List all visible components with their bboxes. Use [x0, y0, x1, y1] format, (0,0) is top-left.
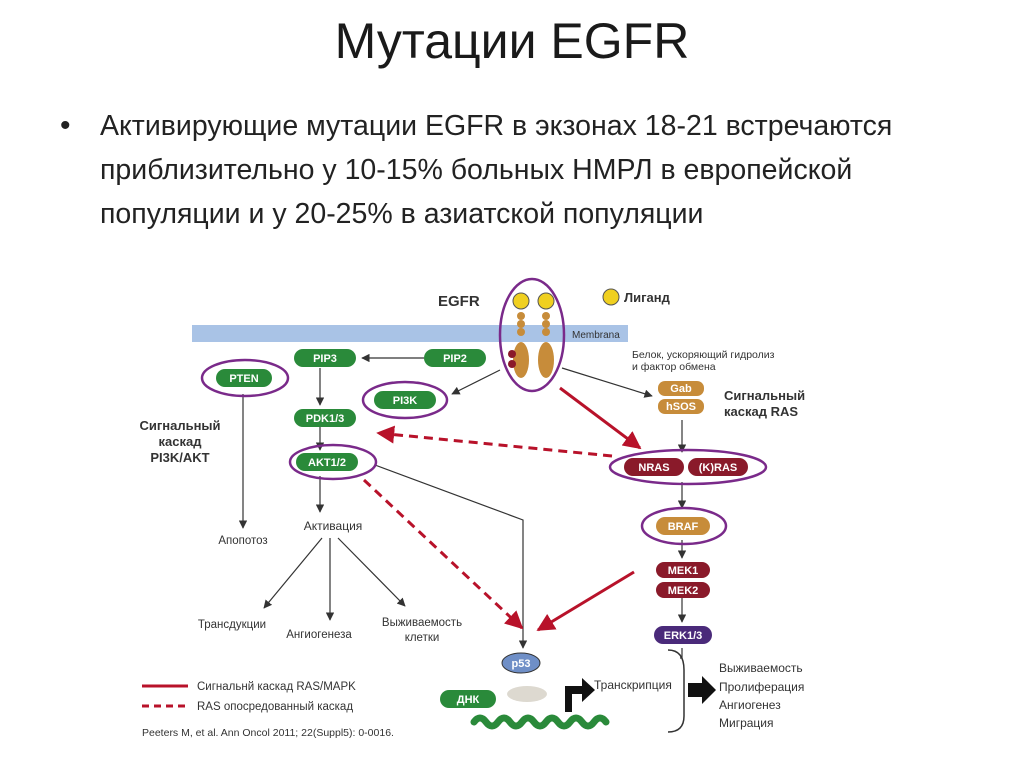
arrow-receptor-pi3k — [451, 369, 501, 395]
outcome-3: Миграция — [719, 716, 774, 730]
bullet-text: Активирующие мутации EGFR в экзонах 18-2… — [100, 110, 893, 230]
apoptosis-label: Апопотоз — [218, 535, 267, 547]
membrane-label: Membrana — [572, 330, 620, 341]
ligand-right-icon — [537, 292, 555, 310]
svg-text:PI3K: PI3K — [393, 395, 418, 407]
survival-label-line2: клетки — [405, 632, 440, 644]
outcomes-bracket — [667, 649, 685, 733]
node-erk: ERK1/3 — [654, 626, 712, 644]
ligand-label: Лиганд — [624, 290, 671, 305]
gef-label-line2: и фактор обмена — [632, 361, 716, 373]
gef-label-line1: Белок, ускоряющий гидролиз — [632, 349, 775, 361]
svg-text:PIP2: PIP2 — [443, 353, 467, 365]
node-braf: BRAF — [656, 517, 710, 535]
node-pip3: PIP3 — [294, 349, 356, 367]
svg-text:Gab: Gab — [670, 383, 692, 395]
ras-ring — [608, 448, 768, 486]
node-pi3k: PI3K — [374, 391, 436, 409]
outcome-1: Пролиферация — [719, 680, 804, 694]
svg-text:p53: p53 — [512, 658, 531, 670]
node-p53: p53 — [501, 652, 541, 674]
svg-text:ERK1/3: ERK1/3 — [664, 630, 703, 642]
svg-text:hSOS: hSOS — [666, 401, 696, 413]
node-mek1: MEK1 — [656, 562, 710, 578]
red-dashed-arrow-akt-p53 — [362, 478, 524, 630]
node-pdk: PDK1/3 — [294, 409, 356, 427]
ras-cascade-label-line1: Сигнальный — [724, 388, 805, 403]
svg-text:(K)RAS: (K)RAS — [699, 462, 738, 474]
transcription-label: Транскрипция — [594, 678, 672, 692]
node-nras: NRAS — [624, 458, 684, 476]
node-pten: PTEN — [216, 369, 272, 387]
arrow-akt-p53 — [374, 464, 528, 649]
dna-helix-icon — [470, 714, 610, 730]
svg-text:NRAS: NRAS — [638, 462, 669, 474]
egfr-receptor-icon — [508, 312, 554, 378]
node-dnk: ДНК — [440, 690, 496, 708]
node-akt: AKT1/2 — [296, 453, 358, 471]
legend-dashed-label: RAS опосредованный каскад — [197, 701, 353, 713]
ligand-left-icon — [512, 292, 530, 310]
red-arrow-mek-p53 — [536, 570, 635, 632]
svg-text:AKT1/2: AKT1/2 — [308, 457, 346, 469]
transduction-label: Трансдукции — [198, 619, 266, 631]
pi3k-cascade-label-line3: PI3K/AKT — [150, 450, 209, 465]
node-kras: (K)RAS — [688, 458, 748, 476]
svg-text:PIP3: PIP3 — [313, 353, 337, 365]
transcription-arrow-icon — [565, 678, 595, 712]
pi3k-cascade-label-line1: Сигнальный — [139, 418, 220, 433]
arrow-activation-transduction — [263, 537, 323, 609]
outcome-2: Ангиогенез — [719, 698, 781, 712]
angiogenesis-left-label: Ангиогенеза — [286, 629, 352, 641]
svg-text:PTEN: PTEN — [229, 373, 258, 385]
svg-text:MEK2: MEK2 — [668, 585, 699, 597]
node-pip2: PIP2 — [424, 349, 486, 367]
svg-text:BRAF: BRAF — [668, 521, 699, 533]
pi3k-cascade-label-line2: каскад — [159, 434, 203, 449]
bullet-item: • Активирующие мутации EGFR в экзонах 18… — [60, 104, 980, 236]
red-arrow-receptor-nras — [559, 386, 642, 450]
bullet-dot-icon: • — [60, 109, 71, 142]
svg-text:MEK1: MEK1 — [668, 565, 699, 577]
outcomes-arrow-icon — [688, 676, 716, 704]
ligand-legend-icon — [602, 288, 620, 306]
egfr-receptor-ring — [498, 277, 566, 393]
outcome-0: Выживаемость — [719, 661, 803, 675]
citation: Peeters M, et al. Ann Oncol 2011; 22(Sup… — [142, 727, 394, 739]
legend-solid-label: Сигнальнй каскад RAS/MAPK — [197, 681, 356, 693]
akt-ring — [288, 443, 378, 481]
svg-text:ДНК: ДНК — [457, 694, 480, 706]
survival-label-line1: Выживаемость — [382, 617, 462, 629]
node-mek2: MEK2 — [656, 582, 710, 598]
pten-ring — [200, 358, 290, 398]
arrow-receptor-gab — [561, 367, 653, 398]
ras-cascade-label-line2: каскад RAS — [724, 404, 798, 419]
egfr-label: EGFR — [438, 293, 480, 310]
red-dashed-arrow-ras-akt — [376, 425, 613, 458]
dna-complex-icon — [507, 686, 547, 702]
pi3k-ring — [361, 380, 449, 420]
node-gab: Gab — [658, 381, 704, 396]
arrow-activation-survival — [337, 537, 406, 607]
page-title: Мутации EGFR — [334, 13, 690, 69]
activation-label: Активация — [304, 519, 363, 533]
svg-text:PDK1/3: PDK1/3 — [306, 413, 345, 425]
braf-ring — [640, 506, 728, 546]
node-sos: hSOS — [658, 399, 704, 414]
